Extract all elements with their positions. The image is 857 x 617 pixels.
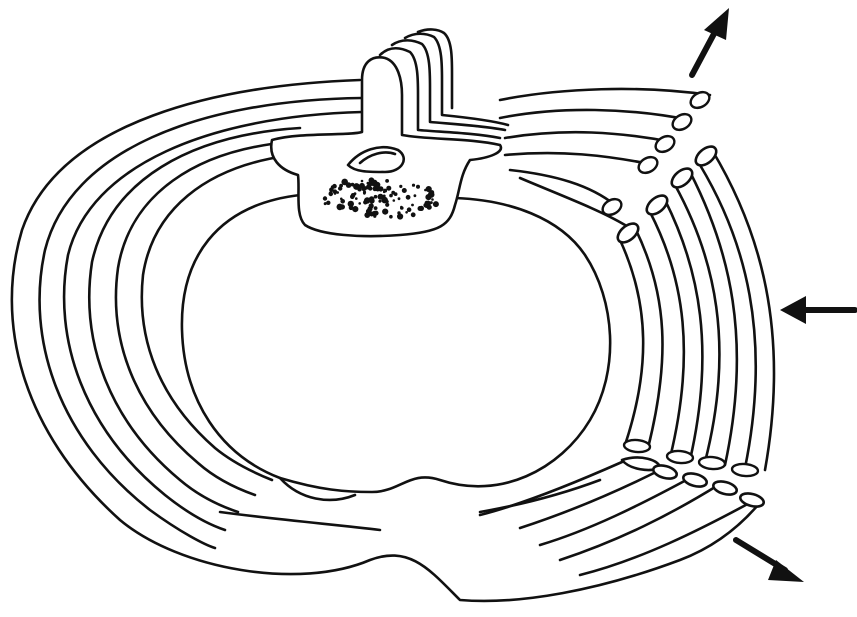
stipple-dot — [430, 201, 433, 204]
stipple-dot — [323, 196, 327, 200]
stipple-dot — [425, 194, 431, 200]
stipple-dot — [346, 182, 352, 188]
rib-cut-end-3 — [653, 133, 677, 155]
stipple-dot — [324, 202, 327, 205]
stipple-dot — [411, 212, 416, 217]
left-rib-5 — [142, 156, 285, 480]
stipple-dot — [351, 183, 355, 187]
stipple-dot — [405, 211, 408, 214]
vertebra-layer-3 — [405, 34, 508, 125]
stipple-dot — [364, 212, 370, 218]
stipple-dot — [357, 187, 362, 192]
right-cut-top-1 — [692, 143, 719, 169]
stipple-dot — [397, 213, 403, 219]
stipple-dot — [381, 197, 388, 204]
upper-right-rib-2 — [500, 110, 690, 120]
stipple-dot — [369, 203, 374, 208]
stipple-dot — [348, 201, 354, 207]
stipple-dot — [406, 195, 411, 200]
stipple-dot — [336, 191, 339, 194]
right-cut-top-2 — [668, 165, 695, 191]
arrow-left — [780, 296, 855, 324]
right-cut-top-3 — [643, 192, 670, 218]
lower-right-rib-4 — [560, 484, 720, 560]
stipple-dot — [434, 204, 437, 207]
stipple-dot — [418, 206, 423, 211]
right-cut-bottom-2 — [699, 456, 726, 470]
right-cut-top-4 — [614, 220, 641, 246]
stipple-dot — [361, 180, 364, 183]
stipple-dot — [339, 184, 343, 188]
stipple-dot — [352, 206, 358, 212]
stipple-dot — [385, 203, 389, 207]
stipple-dot — [329, 188, 334, 193]
stipple-dot — [398, 197, 401, 200]
arrow-down-right — [736, 540, 804, 582]
upper-right-rib-3 — [505, 132, 672, 142]
lower-cut-end-3 — [712, 479, 738, 497]
stipple-dot — [400, 206, 402, 208]
stipple-dot — [374, 206, 378, 210]
stipple-dot — [374, 195, 378, 199]
stipple-dot — [358, 202, 361, 205]
stipple-dot — [368, 186, 372, 190]
sternum-lower-left — [220, 512, 380, 530]
stipple-dot — [386, 186, 391, 191]
stipple-dot — [340, 198, 343, 201]
stipple-dot — [382, 209, 388, 215]
lower-cut-end-1 — [652, 463, 678, 481]
stipple-dot — [411, 204, 414, 207]
stipple-dot — [375, 184, 380, 189]
right-rib-4a — [635, 228, 663, 448]
right-rib-1a — [712, 150, 774, 470]
right-cut-bottom-3 — [667, 450, 694, 464]
vertebra-layer-4 — [418, 29, 452, 108]
stipple-dot — [334, 192, 337, 195]
stipple-dot — [407, 207, 412, 212]
stipple-dot — [383, 189, 387, 193]
stipple-dot — [367, 182, 370, 185]
stipple-dot — [414, 194, 417, 197]
stipple-dot — [378, 200, 381, 203]
stipple-dot — [431, 198, 434, 201]
stipple-dot — [326, 201, 330, 205]
stipple-dot — [369, 196, 374, 201]
upper-right-rib-1 — [500, 89, 710, 100]
stipple-dot — [329, 191, 333, 195]
stipple-dot — [351, 193, 356, 198]
stipple-dot — [399, 185, 402, 188]
left-rib-3 — [89, 128, 300, 512]
rib-cut-end-2 — [670, 111, 694, 133]
rib-cut-end-4 — [636, 154, 660, 176]
stipple-dot — [393, 199, 396, 202]
stipple-dot — [394, 192, 398, 196]
thoracic-cavity — [182, 195, 610, 492]
right-rib-4b — [620, 240, 643, 445]
stipple-dot — [412, 184, 415, 187]
stipple-dot — [332, 184, 337, 189]
stipple-dot — [389, 215, 393, 219]
stipple-dot — [337, 204, 344, 211]
right-cut-bottom-4 — [624, 439, 651, 453]
lower-cut-end-2 — [682, 471, 708, 489]
arrow-up-right — [692, 8, 729, 75]
stipple-dot — [416, 185, 420, 189]
right-cut-bottom-1 — [732, 463, 759, 477]
stipple-dot — [402, 188, 407, 193]
upper-right-rib-4 — [505, 153, 655, 165]
stipple-dot — [355, 197, 358, 200]
stipple-dot — [362, 188, 365, 191]
upper-right-rib-5 — [510, 170, 615, 205]
stipple-dot — [385, 179, 389, 183]
stipple-dot — [424, 189, 427, 192]
